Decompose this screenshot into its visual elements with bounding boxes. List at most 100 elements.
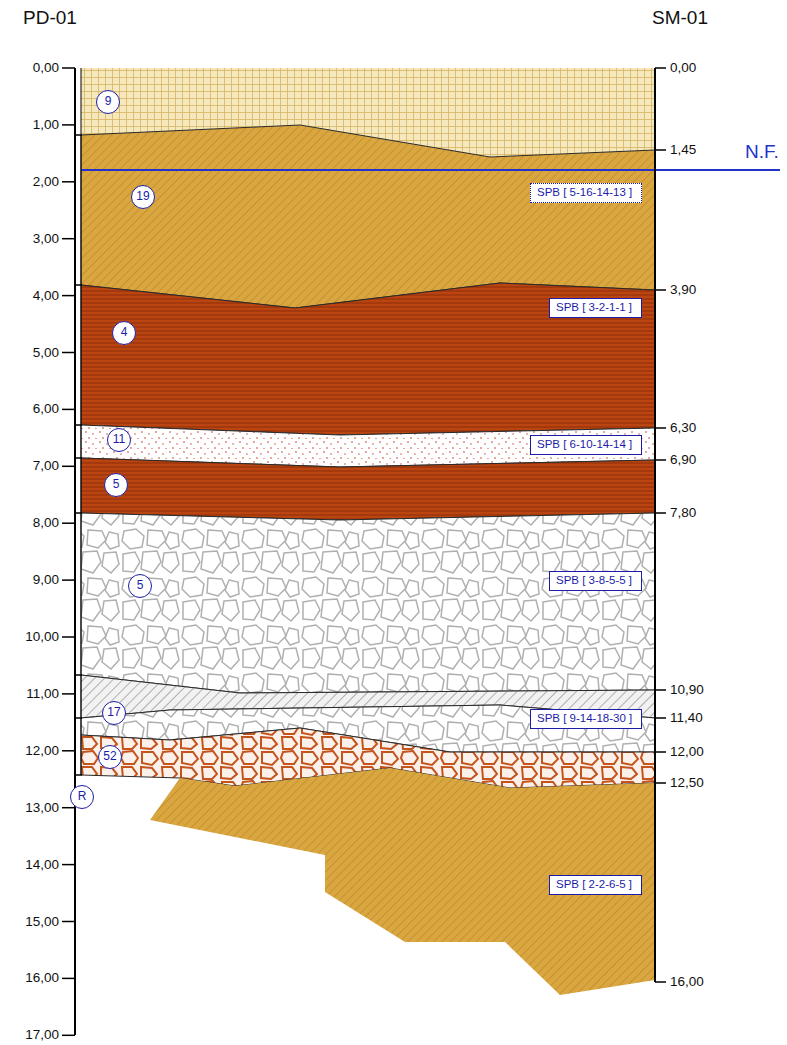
depth-label: 16,00	[670, 975, 704, 990]
callout-number: 11	[113, 433, 125, 446]
depth-axis	[654, 68, 656, 982]
soil-layer	[81, 125, 655, 308]
boring-title: SM-01	[652, 8, 708, 29]
spt-value: SPB [ 6-10-14-14 ]	[537, 438, 635, 451]
depth-label: 12,00	[25, 743, 59, 758]
spt-value: SPB [ 2-2-6-5 ]	[556, 878, 635, 891]
depth-tick	[62, 579, 75, 581]
depth-label: 6,90	[670, 453, 696, 468]
layer-tick	[75, 774, 82, 776]
spt-value: SPB [ 9-14-18-30 ]	[537, 712, 635, 725]
layer-number: 9	[96, 90, 120, 114]
depth-label: 7,80	[670, 506, 696, 521]
depth-axis	[74, 68, 76, 1035]
drawing-part	[81, 68, 655, 995]
depth-label: 15,00	[25, 914, 59, 929]
depth-tick	[62, 1035, 75, 1037]
layer-tick	[75, 424, 82, 426]
layer-tick	[75, 717, 82, 719]
depth-tick	[655, 289, 666, 291]
spt-box: SPB [ 3-2-1-1 ]	[549, 298, 642, 318]
depth-label: 12,00	[670, 745, 704, 760]
layer-number: 4	[112, 321, 136, 345]
depth-label: 8,00	[33, 516, 59, 531]
callout-number: 9	[105, 95, 112, 108]
soil-layer	[81, 458, 655, 520]
depth-label: 11,40	[670, 711, 703, 726]
soil-layer	[150, 768, 655, 995]
depth-label: 7,00	[33, 459, 59, 474]
depth-tick	[62, 522, 75, 524]
spt-value: SPB [ 3-2-1-1 ]	[556, 301, 635, 314]
depth-tick	[655, 782, 666, 784]
depth-label: 12,50	[670, 776, 704, 791]
depth-tick	[655, 67, 666, 69]
layer-number: 11	[107, 428, 131, 452]
layer-number: 17	[102, 701, 126, 725]
spt-value: SPB [ 5-16-14-13 ]	[537, 186, 635, 199]
spt-box: SPB [ 2-2-6-5 ]	[549, 875, 642, 895]
water-table-label: N.F.	[745, 142, 779, 163]
depth-label: 3,90	[670, 283, 696, 298]
layer-number: 5	[104, 473, 128, 497]
depth-label: 1,00	[33, 117, 59, 132]
layer-tick	[75, 284, 82, 286]
layer-tick	[75, 134, 82, 136]
depth-label: 17,00	[25, 1028, 59, 1043]
depth-tick	[62, 978, 75, 980]
spt-box: SPB [ 3-8-5-5 ]	[549, 571, 642, 591]
depth-label: 3,00	[33, 231, 59, 246]
depth-tick	[62, 693, 75, 695]
depth-label: 2,00	[33, 174, 59, 189]
drawing-part	[655, 68, 666, 982]
layer-number: 52	[98, 745, 122, 769]
layer-tick	[75, 512, 82, 514]
depth-label: 6,00	[33, 402, 59, 417]
depth-tick	[655, 981, 666, 983]
depth-tick	[62, 864, 75, 866]
depth-label: 11,00	[26, 686, 59, 701]
depth-label: 0,00	[33, 61, 59, 76]
callout-number: 5	[137, 579, 144, 592]
depth-tick	[62, 807, 75, 809]
depth-tick	[655, 427, 666, 429]
soil-layer	[81, 283, 655, 435]
depth-label: 4,00	[33, 288, 59, 303]
depth-label: 6,30	[670, 421, 696, 436]
depth-label: 10,00	[25, 630, 59, 645]
depth-tick	[655, 459, 666, 461]
callout-number: 52	[103, 750, 116, 763]
depth-tick	[62, 181, 75, 183]
water-table-line	[81, 169, 780, 171]
depth-label: 13,00	[25, 800, 59, 815]
depth-label: 9,00	[33, 573, 59, 588]
spt-box: SPB [ 5-16-14-13 ]	[530, 183, 642, 203]
callout-number: R	[78, 790, 87, 803]
depth-label: 16,00	[25, 971, 59, 986]
layer-number: 5	[128, 574, 152, 598]
layer-number: 19	[131, 185, 155, 209]
spt-box: SPB [ 9-14-18-30 ]	[530, 709, 642, 729]
drawing-part	[75, 135, 82, 775]
callout-number: 17	[107, 706, 120, 719]
depth-tick	[655, 512, 666, 514]
depth-tick	[62, 238, 75, 240]
layer-number: R	[70, 785, 94, 809]
depth-label: 14,00	[25, 857, 59, 872]
depth-tick	[62, 921, 75, 923]
boring-wall	[81, 68, 82, 775]
depth-tick	[62, 409, 75, 411]
boring-title: PD-01	[23, 8, 77, 29]
depth-label: 10,90	[670, 683, 704, 698]
depth-label: 5,00	[33, 345, 59, 360]
depth-tick	[62, 636, 75, 638]
layer-tick	[75, 457, 82, 459]
depth-tick	[62, 67, 75, 69]
callout-number: 5	[113, 478, 120, 491]
depth-tick	[62, 466, 75, 468]
depth-tick	[62, 295, 75, 297]
layer-tick	[75, 674, 82, 676]
depth-label: 1,45	[670, 143, 696, 158]
